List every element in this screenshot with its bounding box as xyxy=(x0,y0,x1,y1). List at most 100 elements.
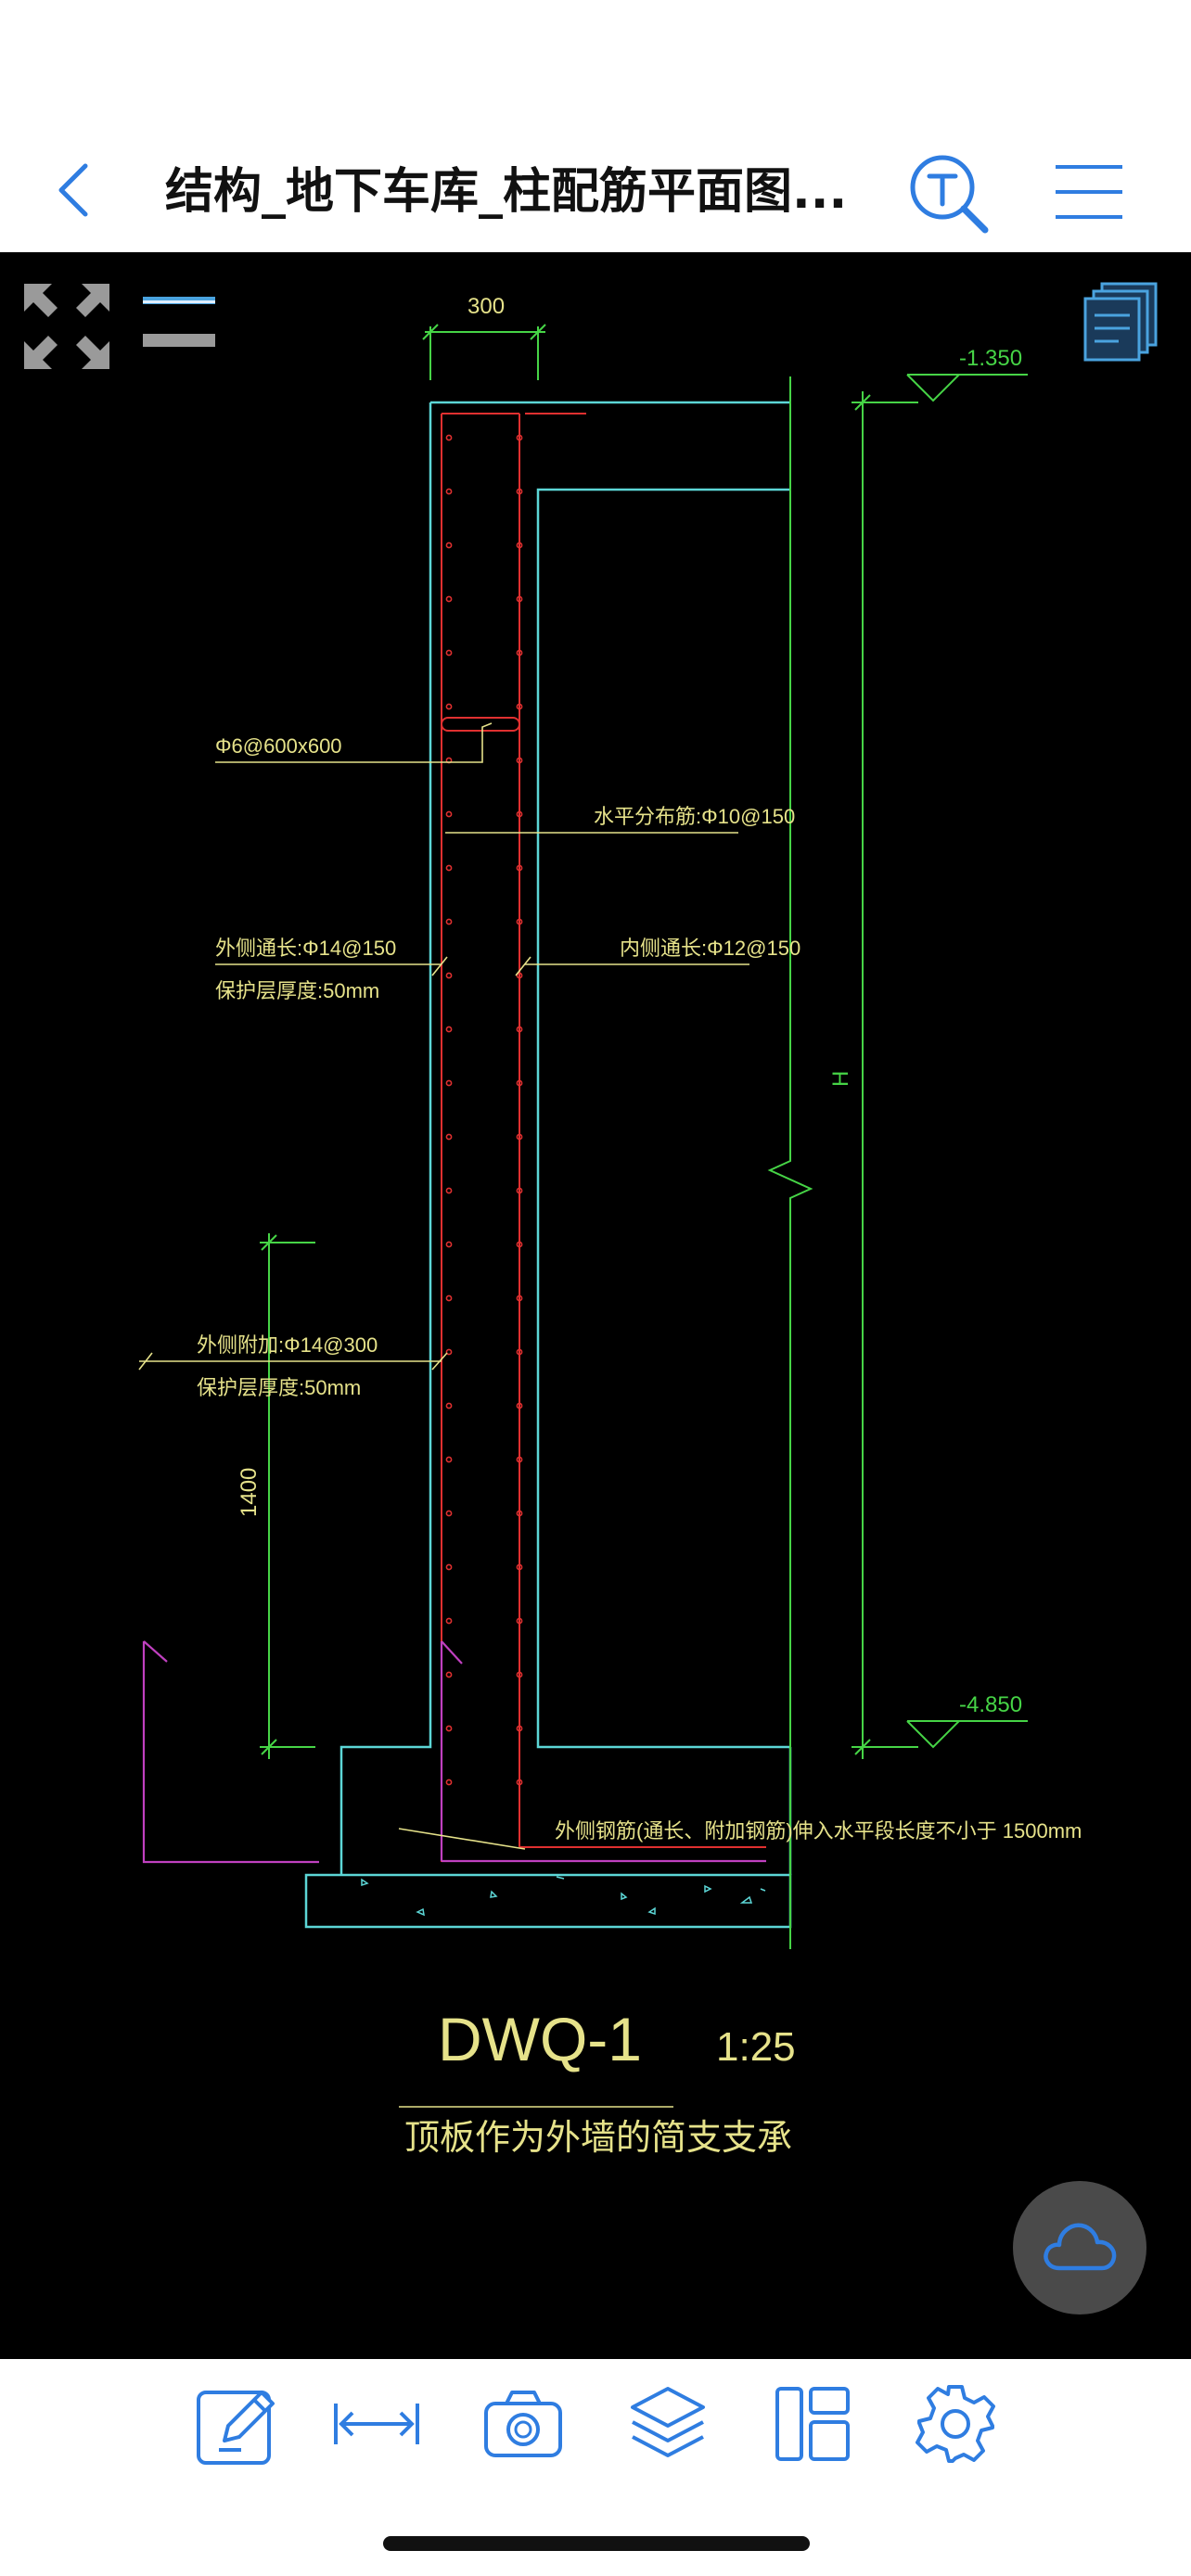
height-label: H xyxy=(828,1071,853,1087)
rebar-dot xyxy=(445,1133,453,1141)
rebar-dot xyxy=(445,434,453,441)
rebar-dot xyxy=(445,1348,453,1356)
rebar-dot xyxy=(445,810,453,818)
rebar-dot xyxy=(445,1617,453,1625)
rebar-dot xyxy=(516,1671,523,1678)
camera-icon xyxy=(484,2391,562,2457)
rebar-dot xyxy=(445,1456,453,1463)
elevation-bottom-label: -4.850 xyxy=(959,1692,1022,1717)
text-search-button[interactable] xyxy=(905,150,991,236)
annotate-button[interactable] xyxy=(193,2379,282,2468)
layout-pages-button[interactable] xyxy=(1082,280,1165,363)
section-name: DWQ-1 xyxy=(438,2005,642,2073)
text-search-icon xyxy=(910,155,989,234)
annotate-edit-icon xyxy=(197,2391,275,2465)
section-scale: 1:25 xyxy=(716,2024,796,2070)
rebar-dot xyxy=(445,649,453,657)
measure-icon xyxy=(334,2404,419,2444)
rebar-dot xyxy=(445,918,453,925)
layers-button[interactable] xyxy=(623,2379,712,2468)
rebar-lines xyxy=(441,413,766,1862)
rebar-dot xyxy=(516,1402,523,1409)
rebar-dot xyxy=(516,595,523,603)
menu-button[interactable] xyxy=(1052,159,1126,224)
rebar-dots xyxy=(445,434,523,1786)
back-icon xyxy=(58,163,88,217)
layers-icon xyxy=(631,2387,705,2457)
outer-bar-label: 外侧通长:Φ14@150 xyxy=(215,937,396,960)
section-caption: 顶板作为外墙的简支支承 xyxy=(404,2119,792,2158)
rebar-dot xyxy=(516,1187,523,1194)
cad-drawing: 300 -1.350 -4.850 Φ6@600x600 水平分布筋:Φ10@1… xyxy=(138,294,1082,2158)
rebar-dot xyxy=(516,1779,523,1786)
rebar-dot xyxy=(445,488,453,495)
top-bar: 结构_地下车库_柱配筋平面图... xyxy=(0,0,1191,252)
line-weight-icon xyxy=(143,297,215,347)
rebar-dot xyxy=(516,1563,523,1571)
rebar-dot xyxy=(516,1348,523,1356)
additional-bars xyxy=(142,1640,766,1864)
fullscreen-icon xyxy=(24,284,109,369)
rebar-dot xyxy=(445,595,453,603)
rebar-dot xyxy=(516,810,523,818)
layout-button[interactable] xyxy=(768,2379,857,2468)
cloud-icon xyxy=(1044,2223,1117,2271)
rebar-dot xyxy=(516,1133,523,1141)
layout-pages-icon xyxy=(1083,282,1158,362)
rebar-dot xyxy=(516,918,523,925)
rebar-dot xyxy=(445,864,453,872)
rebar-dot xyxy=(516,488,523,495)
drawing-canvas[interactable]: 300 -1.350 -4.850 Φ6@600x600 水平分布筋:Φ10@1… xyxy=(0,252,1191,2359)
bottom-toolbar xyxy=(0,2359,1191,2576)
rebar-dot xyxy=(516,434,523,441)
dim-side-label: 1400 xyxy=(237,1468,262,1517)
horizontal-bar-label: 水平分布筋:Φ10@150 xyxy=(594,805,795,828)
drawing-title: 结构_地下车库_柱配筋平面图... xyxy=(165,164,848,220)
rebar-dot xyxy=(445,1026,453,1033)
tie-bar xyxy=(441,717,520,732)
settings-gear-icon xyxy=(916,2385,995,2463)
elevation-top-label: -1.350 xyxy=(959,346,1022,371)
fullscreen-button[interactable] xyxy=(20,280,113,373)
rebar-dot xyxy=(445,1725,453,1732)
rebar-dot xyxy=(445,1241,453,1248)
slab-hatch xyxy=(361,1876,766,1917)
camera-button[interactable] xyxy=(479,2379,568,2468)
rebar-dot xyxy=(516,864,523,872)
rebar-dot xyxy=(445,542,453,549)
drawing-labels: 300 -1.350 -4.850 Φ6@600x600 水平分布筋:Φ10@1… xyxy=(197,294,1082,2158)
home-indicator xyxy=(383,2536,810,2551)
rotated-labels: H 1400 xyxy=(237,1071,853,1517)
rebar-dot xyxy=(516,1510,523,1517)
line-weight-button[interactable] xyxy=(139,287,219,352)
rebar-dot xyxy=(516,1456,523,1463)
rebar-dot xyxy=(516,1079,523,1087)
rebar-dot xyxy=(516,649,523,657)
rebar-dot xyxy=(516,1294,523,1302)
leader-lines xyxy=(138,722,749,2108)
settings-button[interactable] xyxy=(911,2379,1000,2468)
rebar-dot xyxy=(516,1026,523,1033)
rebar-dot xyxy=(445,1671,453,1678)
layout-icon xyxy=(775,2387,850,2461)
rebar-dot xyxy=(445,1563,453,1571)
outer-add-cover-label: 保护层厚度:50mm xyxy=(197,1376,361,1399)
rebar-dot xyxy=(516,1725,523,1732)
rebar-dot xyxy=(516,703,523,710)
tie-label: Φ6@600x600 xyxy=(215,734,342,758)
rebar-dot xyxy=(445,972,453,979)
cloud-button[interactable] xyxy=(1013,2181,1146,2315)
outer-add-label: 外侧附加:Φ14@300 xyxy=(197,1333,378,1357)
dim-top-label: 300 xyxy=(467,294,505,319)
rebar-dot xyxy=(445,1187,453,1194)
rebar-dot xyxy=(516,1241,523,1248)
back-button[interactable] xyxy=(46,153,102,227)
rebar-dot xyxy=(516,542,523,549)
measure-button[interactable] xyxy=(332,2379,421,2468)
rebar-dot xyxy=(445,703,453,710)
rebar-dot xyxy=(445,1779,453,1786)
rebar-dot xyxy=(445,1294,453,1302)
rebar-dot xyxy=(516,1617,523,1625)
rebar-dot xyxy=(516,757,523,764)
rebar-dot xyxy=(445,1402,453,1409)
